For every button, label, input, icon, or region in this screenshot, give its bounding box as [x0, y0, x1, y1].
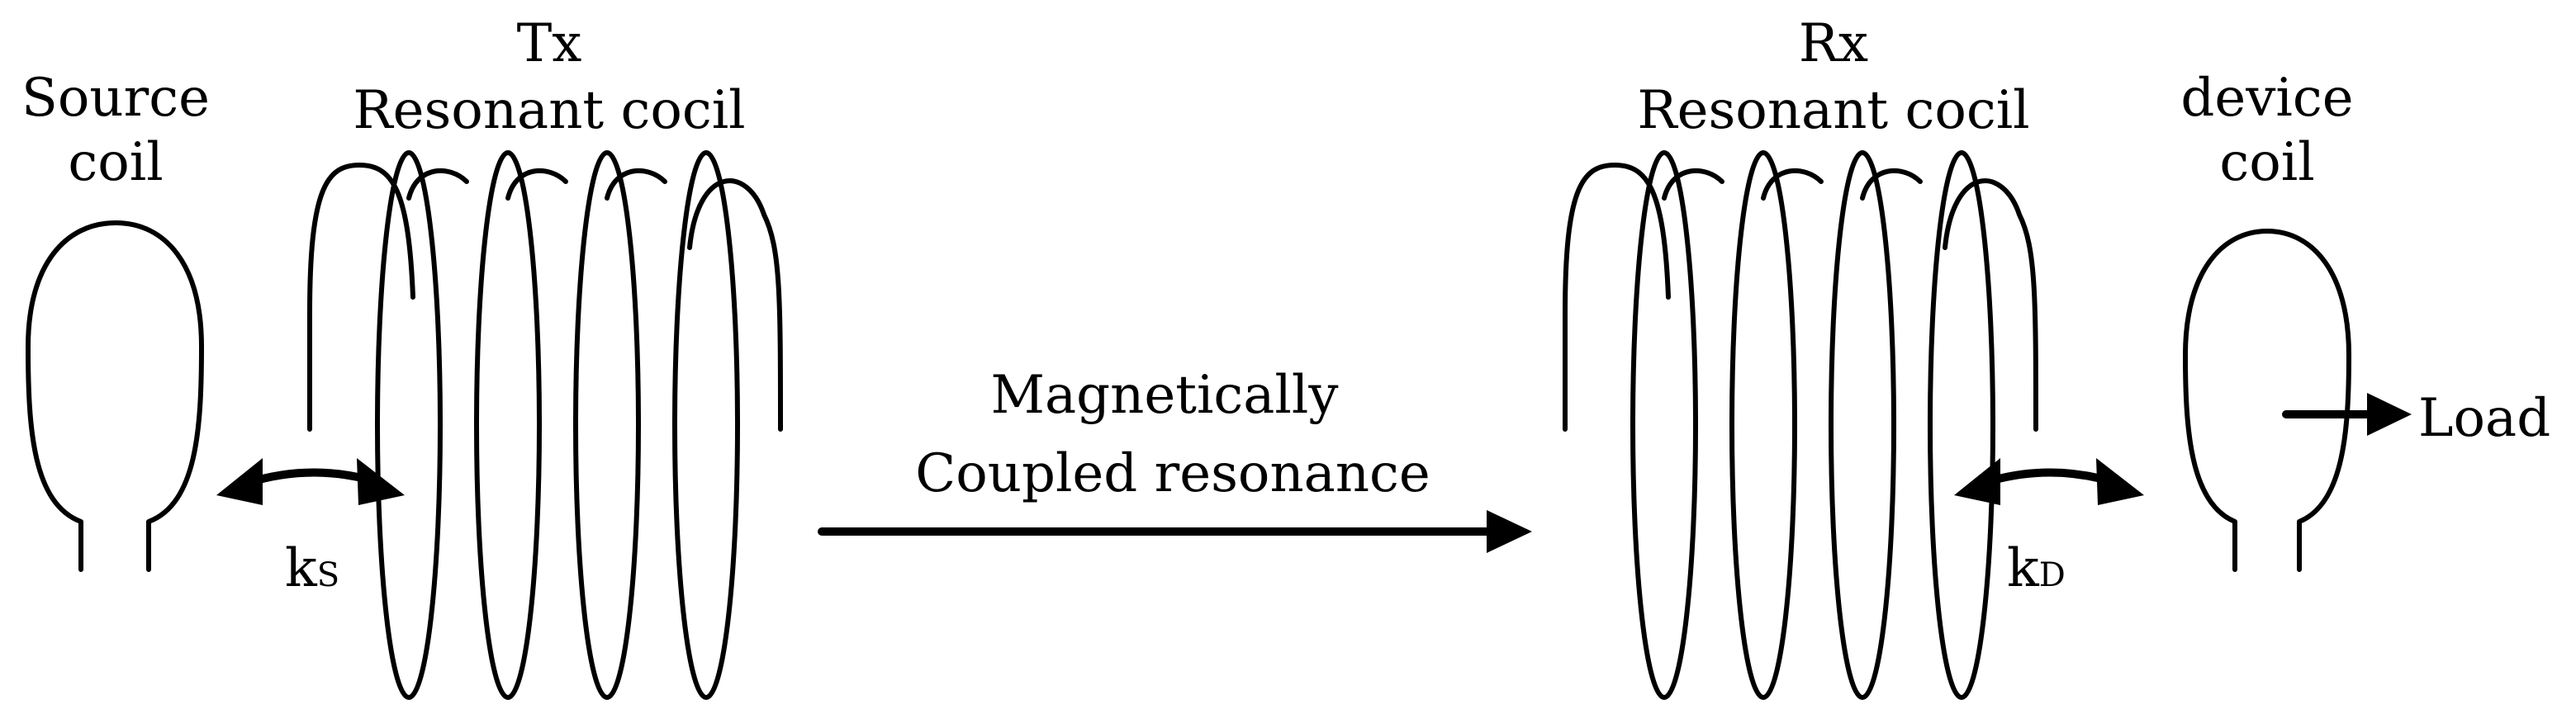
rx-coil-trail-arc — [1943, 178, 2038, 432]
source-coil-label-line1: Source — [21, 68, 210, 129]
rx-coil-turn-1 — [1630, 150, 1698, 700]
tx-coil-top-arc-2 — [505, 168, 568, 201]
source-coil-label-line2: coil — [68, 132, 163, 193]
load-arrow — [2282, 393, 2412, 436]
rx-resonant-coil — [1563, 150, 2038, 700]
rx-coil-turn-3 — [1829, 150, 1896, 700]
tx-coil-turn-3 — [573, 150, 641, 700]
rx-coil-top-arc-3 — [1860, 168, 1923, 201]
power-transfer-arrow — [818, 510, 1532, 553]
magnetically-label: Magnetically — [990, 365, 1338, 426]
ks-main: k — [285, 538, 318, 599]
tx-coil-trail-arc — [687, 178, 783, 432]
rx-coil-top-arc-2 — [1761, 168, 1824, 201]
tx-coil-top-arc-3 — [605, 168, 667, 201]
device-coil-label-line1: device — [2180, 68, 2353, 129]
device-coil-loop — [2183, 229, 2351, 572]
rx-coil-turn-2 — [1729, 150, 1797, 700]
kd-main: k — [2007, 538, 2040, 599]
tx-coil-turn-2 — [474, 150, 542, 700]
load-arrowhead-icon — [2367, 393, 2412, 436]
kd-label: kD — [2007, 538, 2066, 599]
kd-subscript: D — [2039, 556, 2066, 594]
power-transfer-arrowhead-icon — [1487, 510, 1532, 553]
ks-subscript: S — [317, 556, 339, 594]
ks-arrowhead-right-icon — [357, 458, 405, 505]
tx-resonant-coil — [307, 150, 783, 700]
tx-coil-lead-arc — [307, 163, 415, 432]
load-label: Load — [2418, 388, 2550, 449]
tx-resonant-coil-label: Resonant cocil — [353, 80, 745, 141]
device-coil-label-line2: coil — [2219, 132, 2314, 193]
kd-arrowhead-right-icon — [2096, 458, 2144, 505]
source-coil — [26, 220, 204, 572]
source-coil-loop — [26, 220, 204, 572]
rx-resonant-coil-label: Resonant cocil — [1637, 80, 2029, 141]
ks-label: kS — [285, 538, 339, 599]
tx-coil-turn-1 — [375, 150, 443, 700]
kd-arc — [1980, 468, 2120, 487]
kd-coupling-arrow — [1954, 458, 2144, 505]
rx-label: Rx — [1799, 13, 1868, 74]
kd-arrowhead-left-icon — [1954, 458, 2000, 505]
tx-coil-turn-4 — [672, 150, 740, 700]
rx-coil-lead-arc — [1563, 163, 1671, 432]
tx-coil-top-arc-1 — [406, 168, 469, 201]
rx-coil-top-arc-1 — [1662, 168, 1724, 201]
ks-coupling-arrow — [216, 458, 405, 505]
ks-arrowhead-left-icon — [216, 458, 263, 505]
tx-label: Tx — [517, 13, 582, 74]
rx-coil-turn-4 — [1928, 150, 1995, 700]
coupled-resonance-label: Coupled resonance — [915, 443, 1430, 504]
device-coil — [2183, 229, 2351, 572]
